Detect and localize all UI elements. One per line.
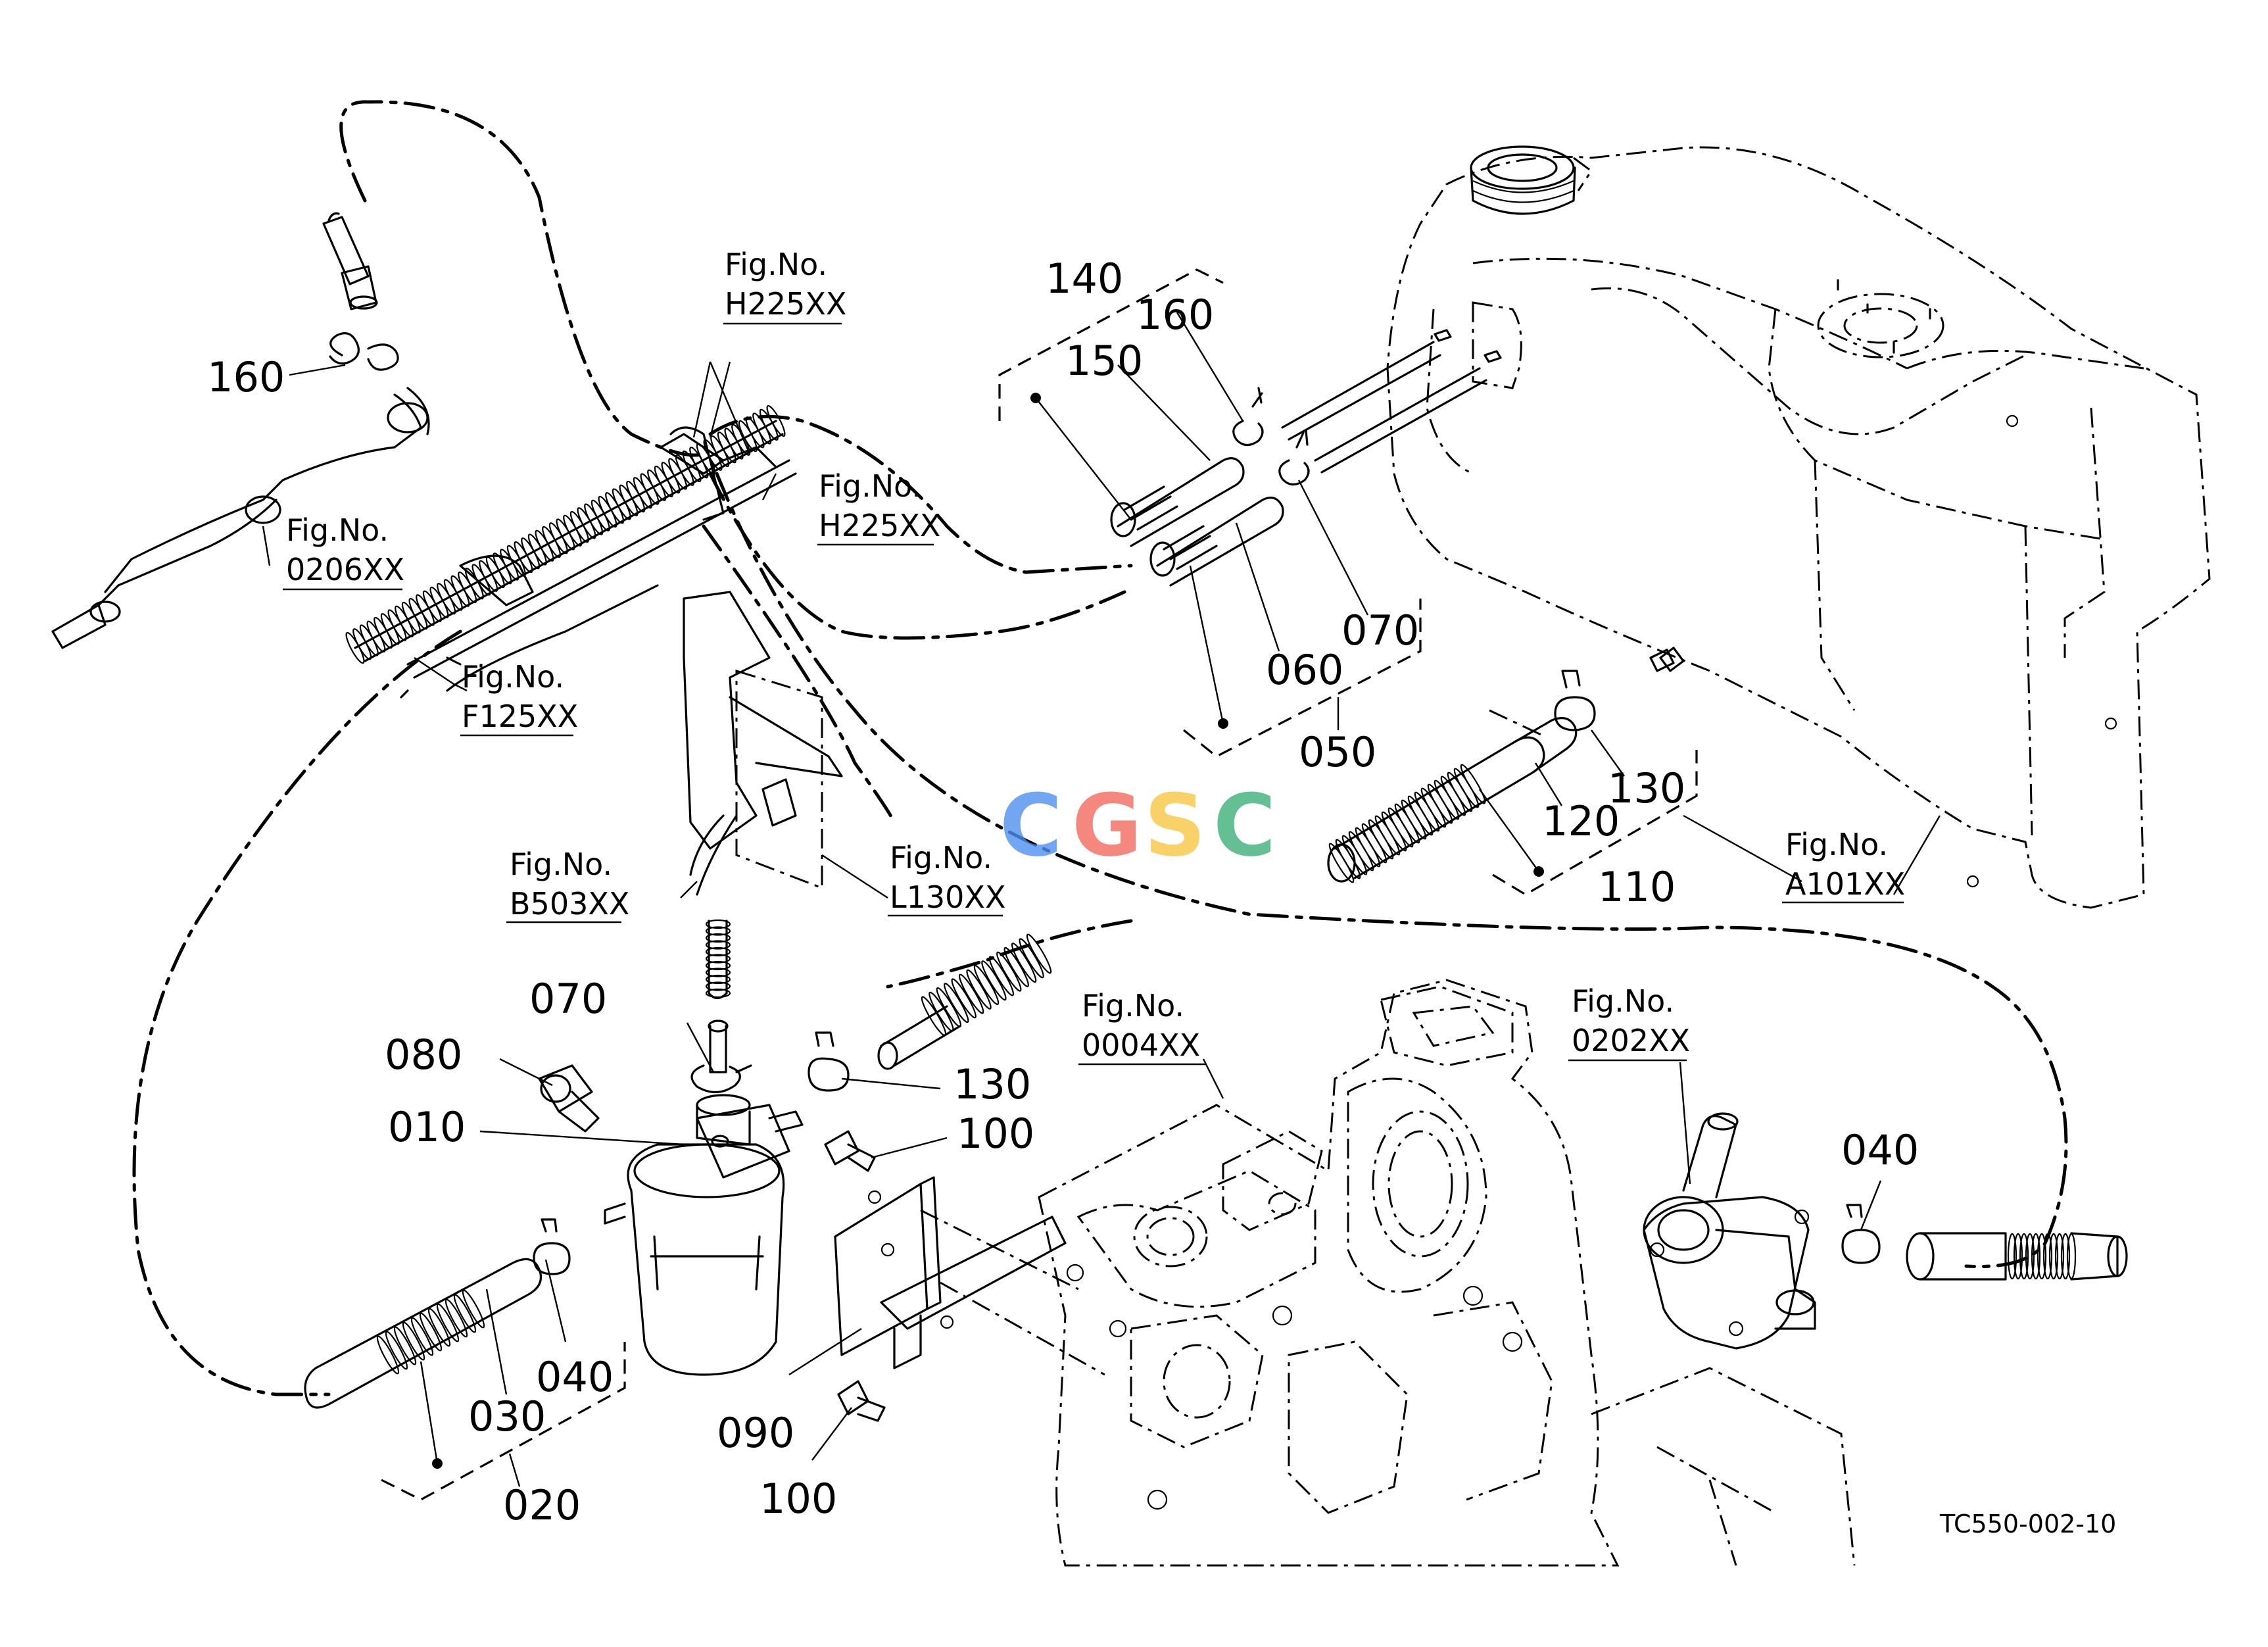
watermark: C G S C — [1000, 775, 1276, 875]
label-040-left: 040 — [536, 1353, 614, 1401]
svg-text:A101XX: A101XX — [1785, 866, 1905, 902]
svg-text:Fig.No.: Fig.No. — [890, 840, 992, 875]
fig-ref-b503: Fig.No. B503XX — [506, 847, 629, 923]
label-160-top: 160 — [1136, 291, 1214, 339]
bracket-090 — [824, 1130, 1105, 1422]
fig-ref-a101: Fig.No. A101XX — [1782, 827, 1905, 904]
watermark-letter-3: S — [1144, 775, 1206, 875]
drawing-code: TC550-002-10 — [1939, 1510, 2116, 1538]
svg-text:Fig.No.: Fig.No. — [1572, 983, 1674, 1019]
coil-040 — [2007, 1233, 2077, 1280]
label-020: 020 — [503, 1481, 581, 1529]
fig-ref-l130: Fig.No. L130XX — [888, 840, 1005, 917]
label-120: 120 — [1542, 797, 1620, 845]
svg-text:Fig.No.: Fig.No. — [510, 847, 612, 882]
label-130-mid: 130 — [953, 1060, 1031, 1108]
label-070-top: 070 — [1341, 606, 1419, 654]
part-number-labels: 160 140 160 150 070 060 050 130 120 110 … — [207, 255, 1919, 1529]
svg-text:Fig.No.: Fig.No. — [462, 659, 564, 695]
svg-text:F125XX: F125XX — [462, 699, 578, 734]
assembly-110-hose — [1327, 647, 1698, 896]
label-030: 030 — [468, 1392, 546, 1440]
svg-text:Fig.No.: Fig.No. — [819, 468, 921, 504]
svg-text:Fig.No.: Fig.No. — [725, 247, 827, 282]
svg-text:Fig.No.: Fig.No. — [1082, 988, 1184, 1023]
coil-filter — [705, 919, 731, 998]
svg-text:H225XX: H225XX — [725, 286, 846, 322]
svg-text:0206XX: 0206XX — [286, 552, 404, 587]
coil-mid — [921, 933, 1052, 1037]
figure-reference-labels: Fig.No. H225XX Fig.No. H225XX Fig.No. 02… — [283, 247, 1905, 1066]
label-140: 140 — [1046, 255, 1123, 303]
assembly-050-hoses — [998, 268, 1487, 758]
fig-ref-0202: Fig.No. 0202XX — [1568, 983, 1690, 1062]
watermark-letter-4: C — [1213, 775, 1276, 875]
engine-block — [1038, 979, 1856, 1567]
svg-text:0004XX: 0004XX — [1082, 1027, 1200, 1063]
label-150: 150 — [1065, 337, 1143, 385]
label-090: 090 — [717, 1409, 794, 1457]
svg-text:L130XX: L130XX — [890, 879, 1005, 915]
fig-ref-h225-top: Fig.No. H225XX — [723, 247, 846, 325]
watermark-letter-2: G — [1072, 775, 1142, 875]
hose-routes — [132, 100, 2068, 1396]
label-160-left: 160 — [207, 353, 285, 401]
upper-left-fitting — [51, 212, 430, 649]
label-080: 080 — [385, 1031, 462, 1079]
spring-guard-harness — [345, 405, 797, 699]
watermark-letter-1: C — [1000, 775, 1062, 875]
fuel-filter — [304, 591, 1052, 1501]
coil-030 — [376, 1289, 485, 1375]
svg-text:Fig.No.: Fig.No. — [1785, 827, 1888, 862]
coil-110 — [1328, 764, 1486, 883]
leader-lines — [262, 312, 1941, 1487]
thermostat-housing — [1643, 1112, 2128, 1350]
label-070-left: 070 — [529, 975, 607, 1023]
label-110: 110 — [1598, 863, 1676, 911]
fig-ref-h225-mid: Fig.No. H225XX — [817, 468, 940, 546]
svg-text:H225XX: H225XX — [819, 508, 940, 543]
fuel-tank — [1386, 145, 2211, 909]
svg-text:B503XX: B503XX — [510, 886, 629, 922]
spring-coils — [345, 405, 786, 664]
label-040-right: 040 — [1841, 1126, 1919, 1174]
label-010: 010 — [388, 1103, 466, 1151]
fig-ref-0004: Fig.No. 0004XX — [1078, 988, 1207, 1066]
fig-ref-f125: Fig.No. F125XX — [460, 659, 578, 737]
label-050: 050 — [1299, 728, 1376, 776]
label-060: 060 — [1266, 646, 1343, 694]
svg-text:0202XX: 0202XX — [1572, 1023, 1690, 1058]
svg-text:Fig.No.: Fig.No. — [286, 512, 389, 548]
label-100-top: 100 — [957, 1110, 1034, 1158]
fig-ref-0206: Fig.No. 0206XX — [283, 512, 404, 591]
label-130-right: 130 — [1608, 764, 1685, 812]
label-100-bottom: 100 — [760, 1475, 837, 1523]
